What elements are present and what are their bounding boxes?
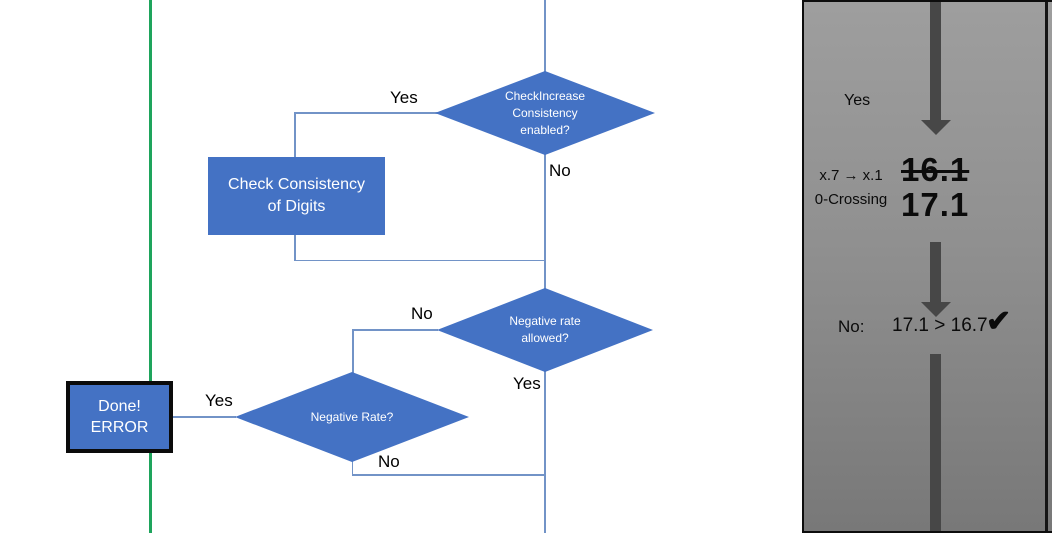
connector-yes-top-horizontal <box>294 112 438 114</box>
down-arrow-1-head <box>921 120 951 135</box>
result-no-label: No: <box>838 317 865 336</box>
decision-text-line: enabled? <box>520 122 570 137</box>
connector-no-bottom-horizontal <box>351 474 546 476</box>
connector-out-of-process <box>294 234 296 261</box>
side-panel: Yes x.7 → x.1 0-Crossing 16.1 17.1 No: 1… <box>802 0 1052 533</box>
edge-label-yes-done: Yes <box>205 391 233 410</box>
down-arrow-2-shaft <box>930 242 941 302</box>
process-text-line: Check Consistency <box>228 176 365 193</box>
connector-no-mid-vertical <box>352 329 354 373</box>
down-arrow-1-shaft <box>930 2 941 120</box>
connector-into-process <box>294 112 296 158</box>
old-value-strikethrough: 16.1 <box>901 151 970 188</box>
connector-no-mid-horizontal <box>352 329 438 331</box>
zero-crossing-note-line: x.7 → x.1 <box>819 167 883 184</box>
zero-crossing-note-line: 0-Crossing <box>814 191 888 208</box>
terminal-text-line: ERROR <box>90 419 149 436</box>
decision-text-line: allowed? <box>521 331 569 345</box>
down-arrow-3-shaft <box>930 354 941 531</box>
decision-text-line: CheckIncrease <box>504 88 586 103</box>
zero-crossing-note: x.7 → x.1 0-Crossing <box>805 164 897 212</box>
edge-label-yes-top: Yes <box>390 88 418 107</box>
terminal-done-error: Done! ERROR <box>66 381 173 453</box>
decision-text-line: Negative rate <box>509 314 581 328</box>
decision-check-increase-consistency: CheckIncrease Consistency enabled? <box>435 71 655 155</box>
checkmark-icon: ✔ <box>986 305 1012 338</box>
side-panel-right-border <box>1045 2 1048 531</box>
decision-negative-rate: Negative Rate? <box>235 372 469 462</box>
edge-label-no-top: No <box>549 161 571 180</box>
result-comparison: 17.1 > 16.7 <box>892 315 988 336</box>
panel-yes-label: Yes <box>844 92 871 109</box>
connector-yes-mid-vertical <box>544 371 546 533</box>
decision-negative-rate-allowed: Negative rate allowed? <box>437 288 653 372</box>
edge-label-no-bottom: No <box>378 452 400 471</box>
decision-text-line: Consistency <box>512 105 578 120</box>
down-arrow-2-head <box>921 302 951 317</box>
terminal-text-line: Done! <box>98 398 141 415</box>
green-guide-line <box>149 0 152 533</box>
connector-yes-done-horizontal <box>170 416 236 418</box>
new-value: 17.1 <box>901 186 970 223</box>
decision-text-line: Negative Rate? <box>310 409 394 424</box>
connector-no-bottom-vertical <box>351 461 353 475</box>
connector-top-inflow <box>544 0 546 72</box>
process-text-line: of Digits <box>267 198 326 215</box>
edge-label-yes-mid: Yes <box>513 374 541 393</box>
value-correction: 16.1 17.1 <box>901 152 969 222</box>
edge-label-no-mid: No <box>411 304 433 323</box>
process-check-consistency-of-digits: Check Consistency of Digits <box>208 157 385 235</box>
connector-no-top-vertical <box>544 154 546 289</box>
connector-process-return-horizontal <box>294 259 545 261</box>
